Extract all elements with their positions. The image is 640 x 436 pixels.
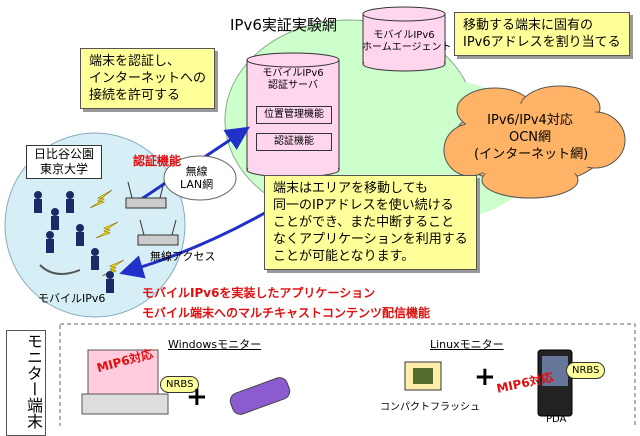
monitor-box [59,323,636,426]
auth-server-label: モバイルIPv6 認証サーバ [262,68,324,91]
mobile-ipv6-label: モバイルIPv6 [38,292,106,305]
authentication-box: 認証機能 [256,133,332,151]
application-line-1: モバイルIPv6を実装したアプリケーション [142,286,376,300]
ocn-cloud [443,85,626,199]
pda-label: PDA [546,414,567,425]
windows-monitor-title: Windowsモニター [168,338,262,351]
network-title: IPv6実証実験網 [230,16,337,34]
mobility-note: 端末はエリアを移動しても 同一のIPアドレスを使い続ける ことができ、また中断す… [264,175,477,270]
application-line-2: モバイル端末へのマルチキャストコンテンツ配信機能 [142,306,431,320]
compact-flash-chip [413,368,433,384]
assign-address-note: 移動する端末に固有の IPv6アドレスを割り当てる [454,12,630,56]
plus-sign-2: + [474,362,496,392]
ocn-label: IPv6/IPv4対応 OCN網 (インターネット網) [474,113,589,162]
laptop-icon [81,349,169,415]
curved-arrow [39,264,81,275]
site-label: 日比谷公園 東京大学 [26,145,102,179]
wireless-access-label: 無線アクセス [150,250,216,263]
lightning-icon [89,189,125,277]
authenticate-note: 端末を認証し、 インターネットへの 接続を許可する [80,48,216,109]
nrbs-badge-linux: NRBS [566,362,606,379]
access-point-icon [125,181,179,246]
linux-monitor-title: Linuxモニター [430,338,504,351]
compact-flash-label: コンパクトフラッシュ [380,402,480,413]
mobile-users [34,191,114,293]
diagram-canvas [4,6,636,426]
home-agent-label: モバイルIPv6 ホームエージェント [362,30,452,53]
mobility-arrow [119,208,271,279]
usb-stick-icon [229,377,291,415]
auth-function-label: 認証機能 [133,154,182,168]
location-management-box: 位置管理機能 [256,106,332,124]
monitor-side-label: モニター端末 [6,330,46,436]
home-agent-cylinder [362,6,446,72]
wireless-lan-label: 無線 LAN網 [180,165,214,191]
plus-sign-1: + [186,382,208,412]
pda-icon [537,349,573,417]
nrbs-badge-windows: NRBS [160,376,200,393]
wireless-lan-cloud [163,155,237,201]
